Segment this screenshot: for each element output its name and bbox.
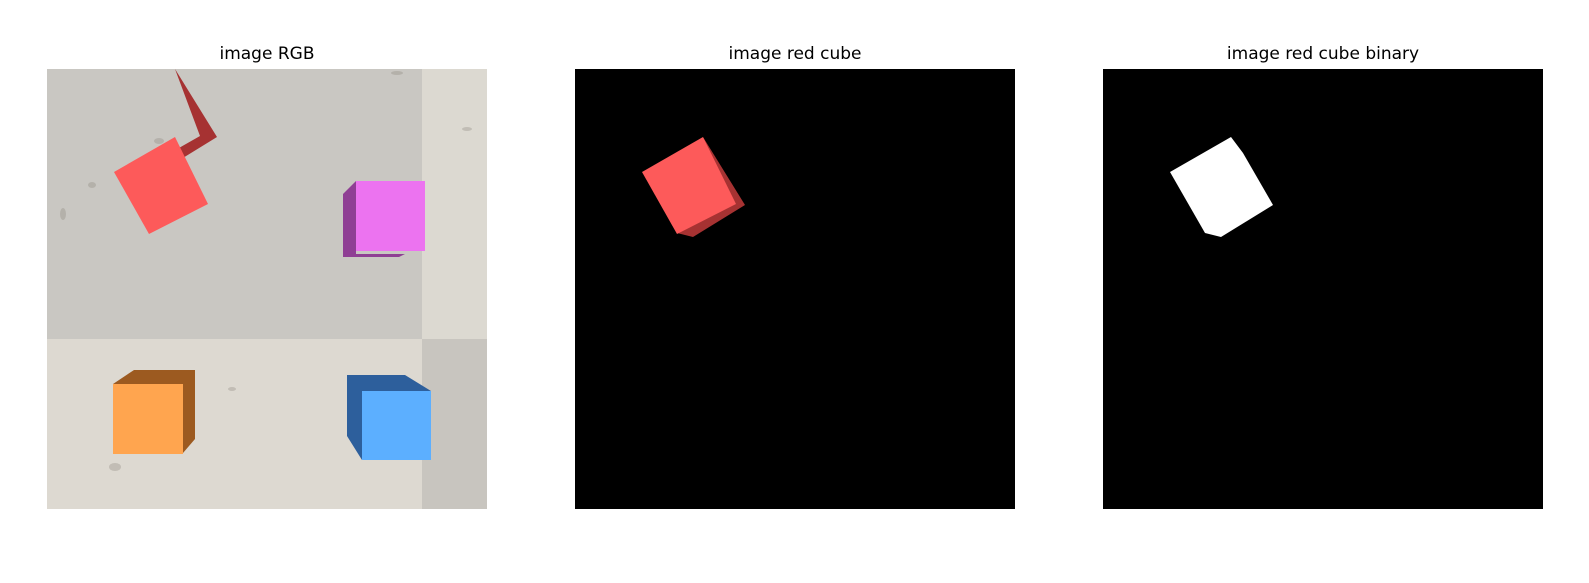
blue-cube-side — [347, 375, 431, 460]
magenta-cube-side — [343, 181, 405, 257]
red-cube-side — [149, 69, 217, 169]
red-cube — [642, 137, 745, 237]
panel-title-red-cube: image red cube — [728, 44, 862, 64]
orange-cube — [113, 370, 195, 454]
red-cube-mask — [1170, 137, 1273, 237]
red-cube — [114, 69, 217, 234]
orange-cube-side — [113, 370, 195, 453]
black-background — [575, 69, 1015, 509]
red-cube-image — [575, 69, 1015, 509]
orange-cube-top — [113, 384, 183, 454]
red-cube-binary-image — [1103, 69, 1543, 509]
red-cube-top — [642, 137, 736, 234]
panel-image-rgb: image RGB — [47, 0, 487, 510]
blue-cube — [347, 375, 431, 460]
floor-tile-top-right — [422, 69, 487, 339]
blue-cube-top — [362, 391, 431, 460]
panel-image-red-cube-binary: image red cube binary — [1103, 0, 1543, 510]
magenta-cube-top — [356, 181, 425, 251]
magenta-cube — [343, 181, 425, 257]
floor-tile-bottom-right — [422, 339, 487, 509]
rgb-image — [47, 69, 487, 509]
red-cube-top — [114, 137, 208, 234]
panel-image-red-cube: image red cube — [575, 0, 1015, 510]
red-cube-side — [677, 137, 745, 237]
black-background — [1103, 69, 1543, 509]
panel-title-red-cube-binary: image red cube binary — [1226, 44, 1420, 64]
panel-title-rgb: image RGB — [219, 44, 315, 64]
floor-stains — [60, 71, 472, 471]
